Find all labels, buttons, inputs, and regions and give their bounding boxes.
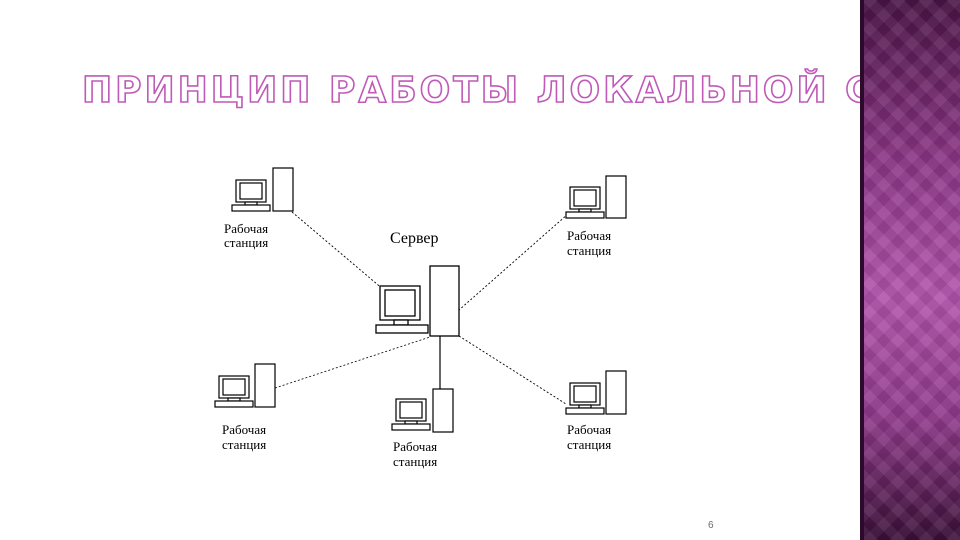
workstation-bottom-center: Рабочая станция xyxy=(391,388,454,469)
connection-lines xyxy=(274,211,569,405)
server-node: Сервер xyxy=(375,230,460,337)
link-bottom-right xyxy=(458,335,567,405)
workstation-label: Рабочая xyxy=(567,228,611,243)
workstation-bottom-right: Рабочая станция xyxy=(565,370,627,452)
workstation-label: станция xyxy=(222,437,266,452)
workstation-top-left: Рабочая станция xyxy=(224,167,294,250)
workstation-label: станция xyxy=(567,243,611,258)
link-top-left xyxy=(291,211,385,291)
workstation-icon xyxy=(391,388,454,433)
workstation-label: Рабочая xyxy=(224,221,268,236)
link-top-right xyxy=(458,213,569,311)
workstation-icon xyxy=(231,167,294,212)
workstation-icon xyxy=(214,363,276,408)
link-bottom-left xyxy=(274,336,431,389)
workstation-bottom-left: Рабочая станция xyxy=(214,363,276,452)
workstation-label: станция xyxy=(567,437,611,452)
workstation-label: Рабочая xyxy=(393,439,437,454)
workstation-label: Рабочая xyxy=(222,422,266,437)
workstation-icon xyxy=(565,175,627,219)
workstation-icon xyxy=(565,370,627,415)
server-label: Сервер xyxy=(390,230,439,247)
workstation-label: станция xyxy=(393,454,437,469)
workstation-label: Рабочая xyxy=(567,422,611,437)
workstation-top-right: Рабочая станция xyxy=(565,175,627,258)
server-computer-icon xyxy=(375,265,460,337)
workstation-label: станция xyxy=(224,235,268,250)
decorative-side-panel xyxy=(860,0,960,540)
page-number: 6 xyxy=(708,520,714,531)
network-diagram: Сервер Рабочая станция Рабочая станция xyxy=(214,167,627,469)
